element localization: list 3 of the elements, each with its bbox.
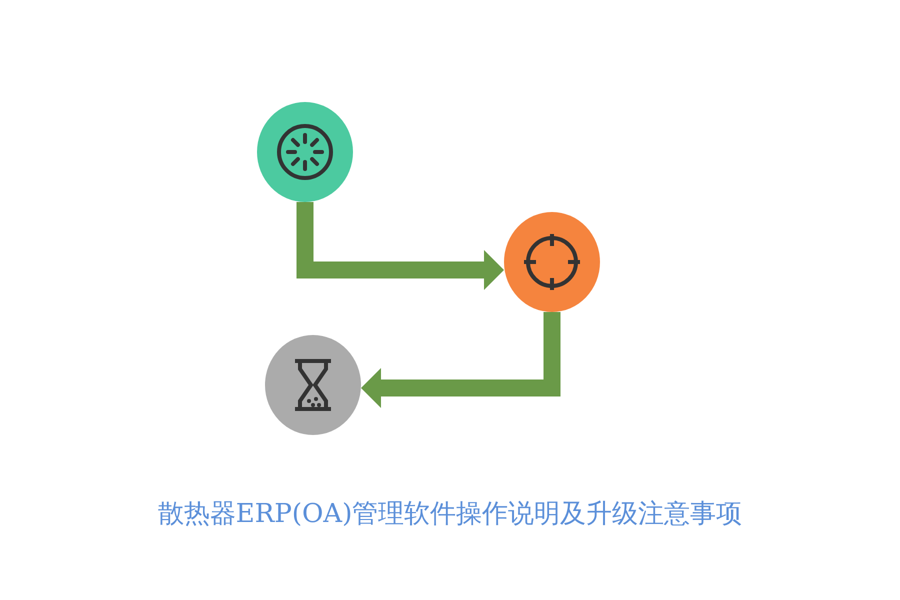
title: 散热器ERP(OA)管理软件操作说明及升级注意事项 (156, 498, 744, 531)
arrow (361, 312, 560, 408)
arrow (296, 202, 504, 290)
